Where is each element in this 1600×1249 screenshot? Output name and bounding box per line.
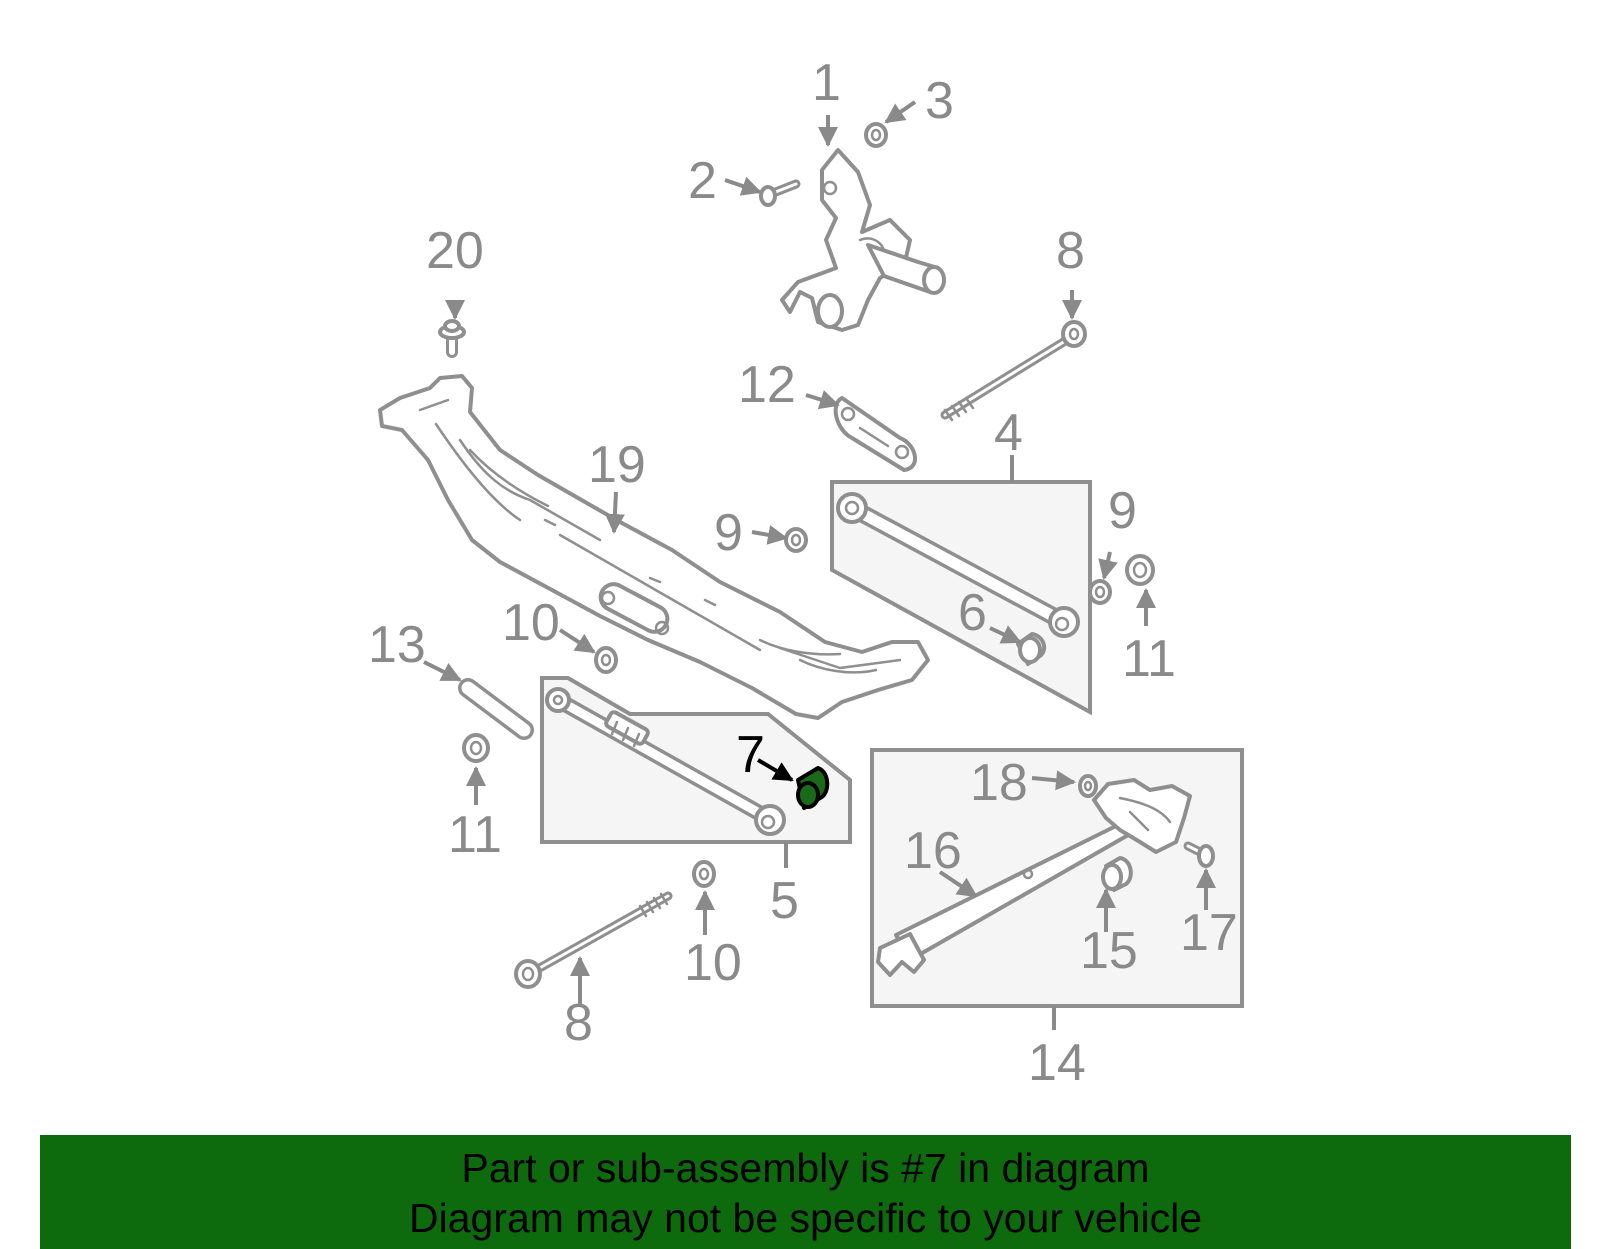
callout-18: 18 (970, 754, 1028, 812)
nut-11-left-part (462, 733, 490, 763)
banner-part-note: Part or sub-assembly is #7 in diagram (461, 1145, 1150, 1191)
nut-3-part (864, 122, 888, 148)
callout-14: 14 (1028, 1034, 1086, 1092)
callout-1: 1 (812, 54, 841, 112)
washer-9-right-part (1088, 579, 1112, 605)
callout-9-right: 9 (1108, 482, 1137, 540)
nut-11-right-part (1125, 554, 1155, 586)
bolt-20-part (438, 319, 466, 358)
callout-12: 12 (738, 356, 796, 414)
crossmember-part (378, 374, 930, 720)
callout-5: 5 (770, 872, 799, 930)
callout-9-left: 9 (714, 504, 743, 562)
callout-19: 19 (588, 436, 646, 494)
lateral-link-4-part (836, 492, 1080, 638)
bracket-12-part (833, 396, 917, 472)
callout-15: 15 (1080, 922, 1138, 980)
info-banner: Part or sub-assembly is #7 in diagram Di… (40, 1135, 1571, 1249)
callout-8-lower: 8 (564, 994, 593, 1052)
washer-9-left-part (784, 527, 808, 553)
bushing-7-highlighted-part (796, 766, 830, 810)
adjustable-link-5-part (545, 687, 786, 836)
plate-13-part (458, 678, 534, 740)
knuckle-part (780, 148, 946, 332)
callout-16: 16 (904, 822, 962, 880)
trailing-arm-16-part (876, 778, 1192, 977)
callout-4: 4 (994, 404, 1023, 462)
callout-2: 2 (688, 152, 717, 210)
callout-7-highlighted: 7 (736, 726, 765, 784)
bolt-2-part (759, 179, 801, 207)
callout-20: 20 (426, 222, 484, 280)
washer-10-upper-part (594, 646, 618, 674)
banner-disclaimer: Diagram may not be specific to your vehi… (408, 1195, 1202, 1241)
callout-6: 6 (958, 584, 987, 642)
washer-10-lower-part (692, 860, 716, 888)
callout-3: 3 (925, 72, 954, 130)
callout-10-lower: 10 (684, 934, 742, 992)
bushing-15-part (1101, 856, 1133, 892)
callout-11-left: 11 (448, 806, 502, 864)
bushing-6-part (1016, 632, 1047, 666)
callout-13: 13 (368, 616, 426, 674)
nut-18-part (1078, 774, 1098, 798)
callout-17: 17 (1180, 904, 1238, 962)
callout-8-upper: 8 (1056, 222, 1085, 280)
long-bolt-8-upper-part (940, 320, 1087, 422)
callout-10-upper: 10 (502, 594, 560, 652)
long-bolt-8-lower-part (514, 891, 673, 989)
bolt-17-part (1183, 841, 1215, 868)
leader-arrows (423, 100, 1216, 1030)
callout-11-right: 11 (1122, 630, 1176, 688)
